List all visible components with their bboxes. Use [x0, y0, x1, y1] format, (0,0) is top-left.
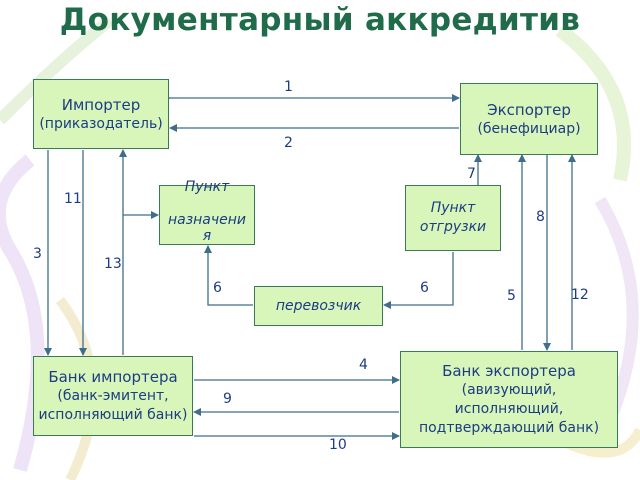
- arrow-step-6-right: [383, 252, 454, 309]
- shipment-point-box: Пункт отгрузки: [405, 185, 501, 251]
- exporter-bank-role-3: подтверждающий банк): [418, 420, 600, 436]
- step-label-10: 10: [329, 437, 347, 453]
- importer-bank-role-2: исполняющий банк): [38, 407, 188, 423]
- exporter-bank-title: Банк экспортера: [442, 362, 576, 380]
- destination-point-box: Пункт назначени я: [159, 179, 255, 245]
- step-label-12: 12: [571, 287, 589, 303]
- step-label-11: 11: [64, 191, 82, 207]
- importer-role: (приказодатель): [39, 115, 163, 132]
- destination-line-3: я: [202, 228, 212, 244]
- importer-bank-title: Банк импортера: [48, 368, 178, 386]
- step-label-9: 9: [223, 391, 232, 407]
- importer-bank-box: Банк импортера (банк-эмитент, исполняющи…: [33, 356, 193, 436]
- exporter-title: Экспортер: [487, 100, 571, 119]
- exporter-bank-box: Банк экспортера (авизующий, исполняющий,…: [400, 351, 618, 448]
- destination-line-1: Пункт: [184, 179, 230, 195]
- shipment-line-2: отгрузки: [419, 219, 487, 235]
- arrow-step-6-left: [204, 245, 253, 306]
- exporter-bank-role-1: (авизующий,: [461, 382, 557, 398]
- exporter-role: (бенефициар): [477, 120, 581, 137]
- importer-box: Импортер (приказодатель): [33, 79, 169, 149]
- shipment-line-1: Пункт: [430, 200, 476, 216]
- step-label-1: 1: [284, 79, 293, 95]
- step-label-13: 13: [104, 256, 122, 272]
- carrier-label: перевозчик: [275, 297, 362, 314]
- importer-title: Импортер: [61, 95, 141, 114]
- swirl-decoration: [0, 15, 114, 125]
- exporter-box: Экспортер (бенефициар): [460, 83, 598, 155]
- swirl-decoration: [555, 24, 631, 182]
- diagram-title: Документарный аккредитив: [59, 2, 581, 38]
- step-label-4: 4: [359, 357, 368, 373]
- step-label-6-right: 6: [420, 280, 429, 296]
- step-label-3: 3: [33, 246, 42, 262]
- step-label-8: 8: [536, 209, 545, 225]
- step-label-6-left: 6: [213, 280, 222, 296]
- swirl-decoration: [594, 196, 639, 423]
- step-label-7: 7: [467, 166, 476, 182]
- carrier-box: перевозчик: [254, 286, 383, 326]
- exporter-bank-role-2: исполняющий,: [454, 401, 564, 417]
- importer-bank-role-1: (банк-эмитент,: [57, 388, 169, 404]
- step-label-5: 5: [507, 288, 516, 304]
- destination-line-2: назначени: [167, 212, 247, 228]
- step-label-2: 2: [284, 135, 293, 151]
